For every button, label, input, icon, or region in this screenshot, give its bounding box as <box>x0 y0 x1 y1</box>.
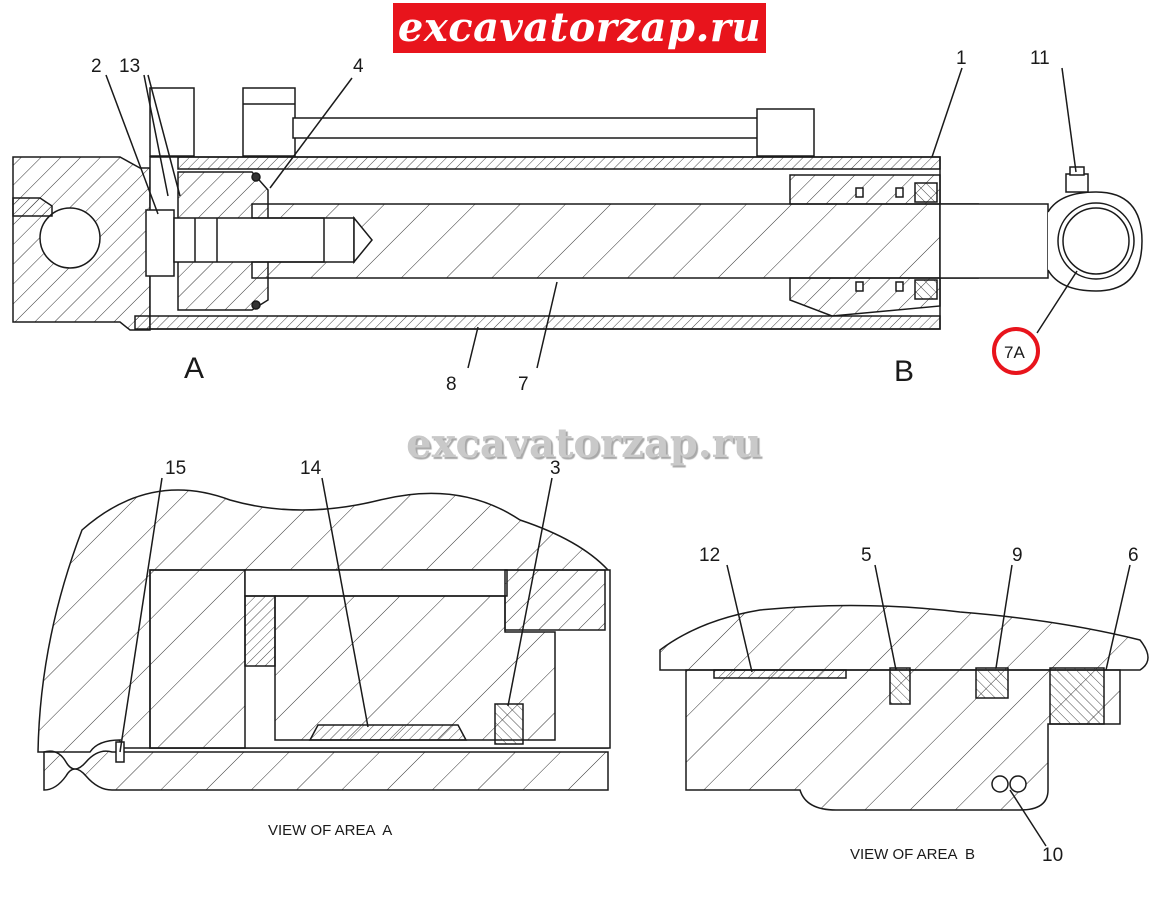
callout-15: 15 <box>165 458 186 479</box>
callout-9: 9 <box>1012 545 1023 566</box>
cylinder-section-view <box>12 87 1143 331</box>
view-of-area-a-detail <box>37 489 611 791</box>
brand-banner-text: excavatorzap.ru <box>397 4 762 51</box>
leader-lines-top <box>105 67 1078 369</box>
callout-8: 8 <box>446 374 457 395</box>
watermark: excavatorzap.ru <box>406 420 762 467</box>
callout-5: 5 <box>861 545 872 566</box>
callout-1: 1 <box>956 48 967 69</box>
area-label-a: A <box>184 352 204 385</box>
callout-6: 6 <box>1128 545 1139 566</box>
callout-11: 11 <box>1030 48 1050 69</box>
callout-7a-highlight <box>992 327 1040 375</box>
callout-7: 7 <box>518 374 529 395</box>
brand-banner: excavatorzap.ru <box>393 3 766 53</box>
area-label-b: B <box>894 355 914 388</box>
leader-lines-view-b <box>726 564 1131 847</box>
callout-3: 3 <box>550 458 561 479</box>
callout-14: 14 <box>300 458 322 479</box>
callout-2: 2 <box>91 56 102 77</box>
leader-lines-view-a <box>119 477 553 753</box>
caption-view-of-area-a: VIEW OF AREA A <box>268 822 392 839</box>
callout-4: 4 <box>353 56 364 77</box>
callout-7a: 7A <box>1004 343 1025 362</box>
callout-12: 12 <box>699 545 720 566</box>
callout-13: 13 <box>119 56 140 77</box>
view-of-area-b-detail <box>659 604 1149 811</box>
callout-10: 10 <box>1042 845 1063 866</box>
caption-view-of-area-b: VIEW OF AREA B <box>850 846 975 863</box>
